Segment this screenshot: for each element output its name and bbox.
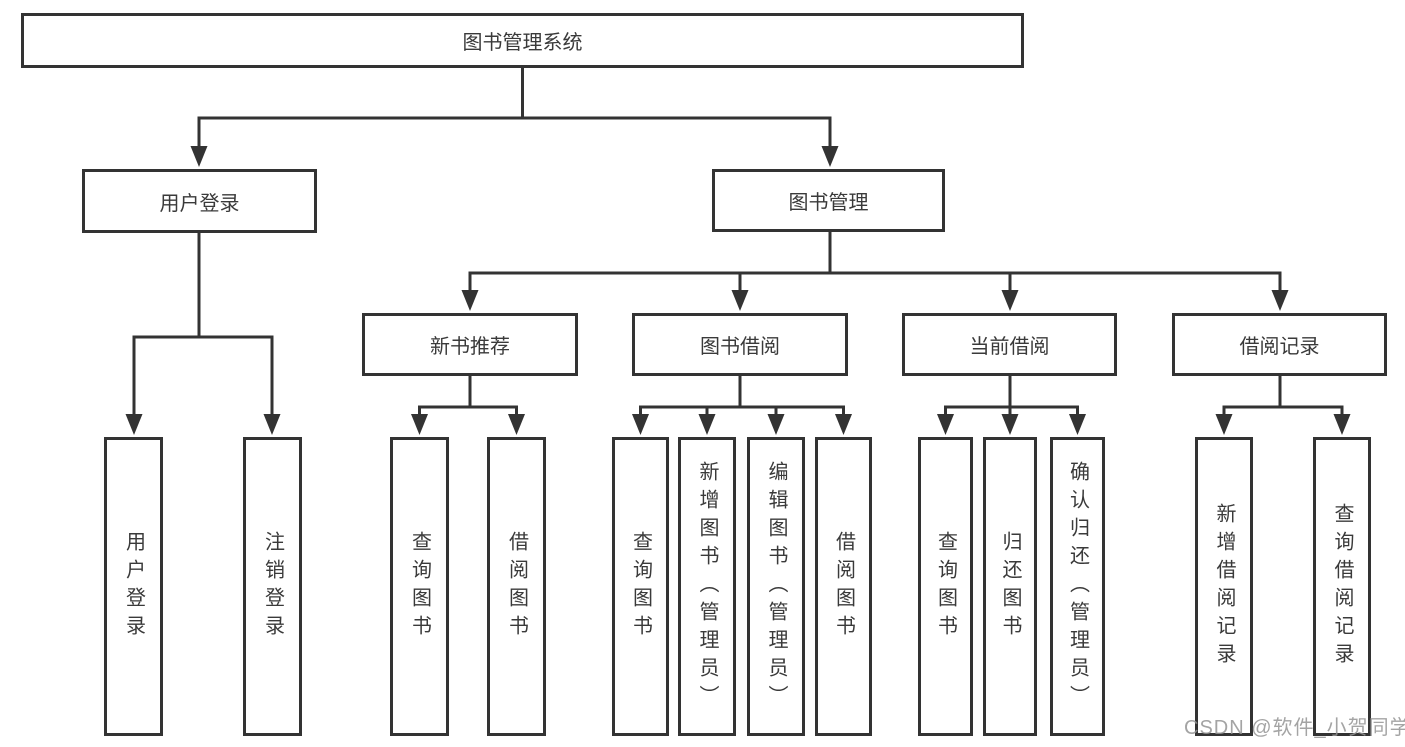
leaf-query-borrow-record: 查询借阅记录 <box>1313 437 1371 736</box>
leaf-edit-books-admin: 编辑图书（管理员） <box>747 437 805 736</box>
node-label: 注销登录 <box>261 530 284 643</box>
node-label: 查询图书 <box>408 530 431 643</box>
node-label: 用户登录 <box>159 192 240 215</box>
node-book-management: 图书管理 <box>712 169 945 232</box>
node-label: 查询图书 <box>629 530 652 643</box>
leaf-logout: 注销登录 <box>243 437 302 736</box>
node-label: 图书管理系统 <box>462 32 583 54</box>
node-label: 新增借阅记录 <box>1213 502 1235 671</box>
leaf-query-books-current: 查询图书 <box>918 437 973 736</box>
node-label: 当前借阅 <box>969 336 1050 358</box>
leaf-confirm-return-admin: 确认归还（管理员） <box>1050 437 1105 736</box>
node-label: 图书借阅 <box>700 336 780 358</box>
node-label: 查询图书 <box>934 530 957 643</box>
node-root-system: 图书管理系统 <box>21 13 1024 68</box>
arrowhead-icons <box>125 146 1351 435</box>
node-label: 借阅图书 <box>832 530 855 643</box>
leaf-user-login: 用户登录 <box>104 437 163 736</box>
leaf-add-borrow-record: 新增借阅记录 <box>1195 437 1253 736</box>
node-new-book-recommend: 新书推荐 <box>362 313 578 376</box>
node-label: 查询借阅记录 <box>1331 502 1353 671</box>
node-label: 借阅记录 <box>1239 336 1320 358</box>
node-label: 确认归还（管理员） <box>1066 460 1089 713</box>
leaf-add-books-admin: 新增图书（管理员） <box>678 437 736 736</box>
node-label: 借阅图书 <box>505 530 528 643</box>
node-book-borrow: 图书借阅 <box>632 313 848 376</box>
node-current-borrow: 当前借阅 <box>902 313 1117 376</box>
node-label: 编辑图书（管理员） <box>765 460 787 713</box>
leaf-query-books-recommend: 查询图书 <box>390 437 449 736</box>
node-label: 用户登录 <box>122 530 145 643</box>
node-label: 新增图书（管理员） <box>696 460 718 713</box>
watermark-text: CSDN @软件_小贺同学 <box>1184 717 1405 739</box>
node-label: 图书管理 <box>788 192 869 214</box>
node-label: 新书推荐 <box>430 336 510 358</box>
node-user-login: 用户登录 <box>82 169 317 233</box>
leaf-borrow-books-recommend: 借阅图书 <box>487 437 546 736</box>
leaf-query-books-borrow: 查询图书 <box>612 437 669 736</box>
node-borrow-records: 借阅记录 <box>1172 313 1387 376</box>
leaf-borrow-books: 借阅图书 <box>815 437 872 736</box>
node-label: 归还图书 <box>999 530 1021 643</box>
leaf-return-books: 归还图书 <box>983 437 1037 736</box>
